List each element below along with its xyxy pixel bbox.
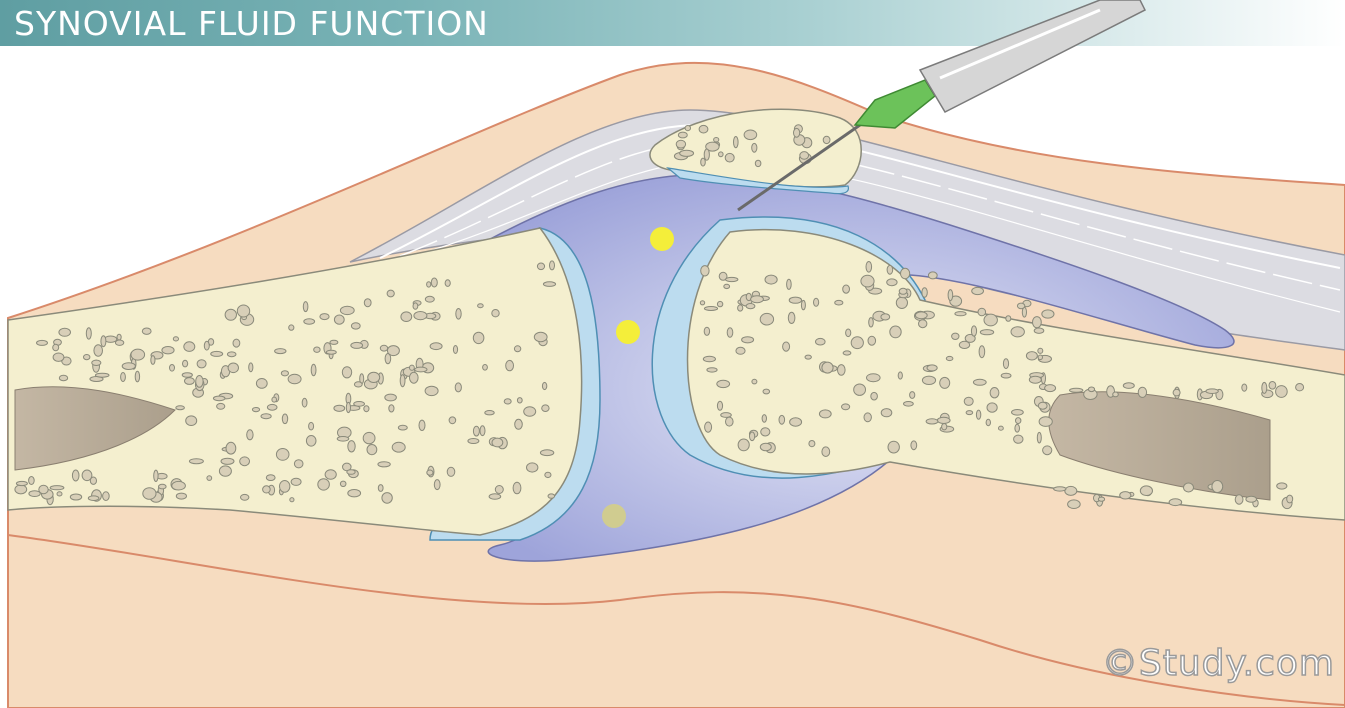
- fluid-particle-icon: [602, 504, 626, 528]
- fluid-particle-icon: [616, 320, 640, 344]
- fluid-particle-icon: [650, 227, 674, 251]
- watermark: ©Study.com: [1102, 643, 1335, 684]
